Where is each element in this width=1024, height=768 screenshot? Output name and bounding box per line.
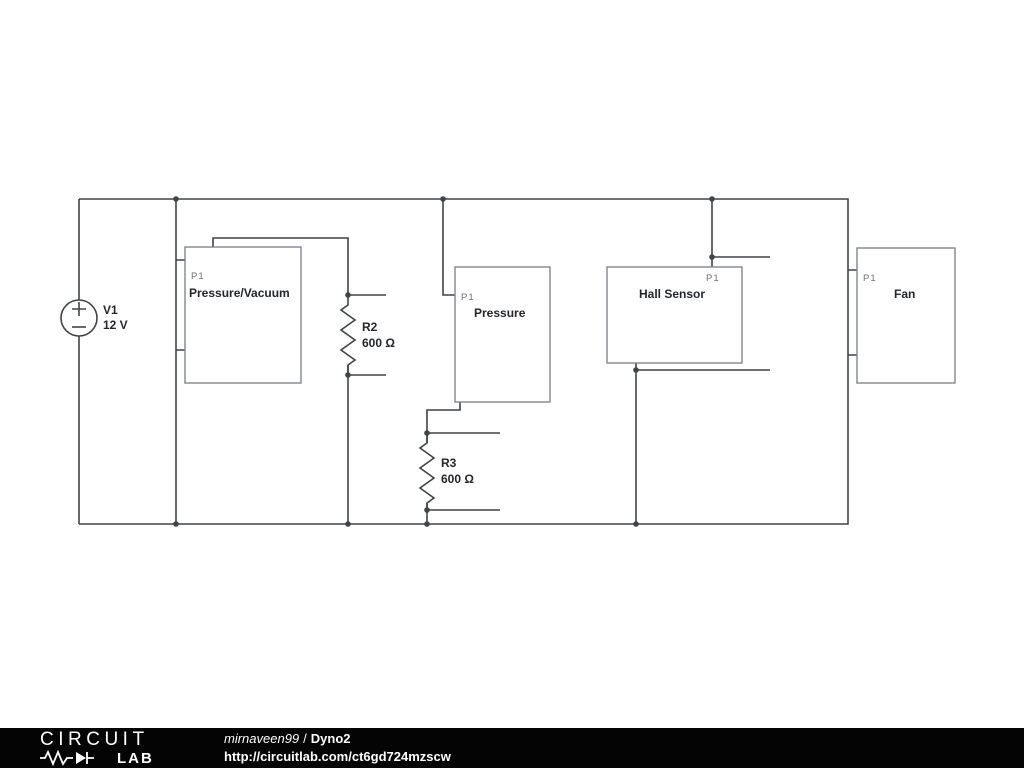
- circuit-url[interactable]: http://circuitlab.com/ct6gd724mzscw: [224, 749, 451, 764]
- junction-dot: [633, 521, 639, 527]
- junction-dot: [709, 196, 715, 202]
- junction-dot: [633, 367, 639, 373]
- resistor-r3[interactable]: R3 600 Ω: [418, 433, 474, 513]
- pin-label-p1: P1: [706, 273, 720, 284]
- r2-label: R2: [362, 320, 378, 334]
- wire: [348, 294, 386, 376]
- r2-value: 600 Ω: [362, 336, 395, 350]
- ic-hall-sensor-label: Hall Sensor: [639, 287, 705, 301]
- ic-fan-body[interactable]: [856, 247, 956, 384]
- logo-resistor-icon: [40, 750, 94, 766]
- wire: [176, 259, 185, 351]
- ic-hall-sensor[interactable]: P1 Hall Sensor: [606, 266, 743, 364]
- circuit-meta: mirnaveen99/Dyno2 http://circuitlab.com/…: [224, 730, 451, 766]
- r3-value: 600 Ω: [441, 472, 474, 486]
- plus-icon: [72, 302, 86, 316]
- junction-dot: [173, 521, 179, 527]
- pin-label-p1: P1: [863, 273, 877, 284]
- circuitlab-logo[interactable]: CIRCUIT LAB: [40, 730, 190, 766]
- logo-text-circuit: CIRCUIT: [40, 729, 149, 750]
- ic-pressure-label: Pressure: [474, 306, 526, 320]
- ic-pressure-body[interactable]: [454, 266, 551, 403]
- ic-fan[interactable]: P1 Fan: [856, 247, 956, 384]
- junction-dots: [173, 196, 715, 527]
- wire: [848, 269, 857, 356]
- resistor-zigzag[interactable]: [418, 433, 436, 513]
- v1-label: V1: [103, 303, 118, 317]
- junction-dot: [345, 372, 351, 378]
- logo-text-lab: LAB: [117, 749, 154, 767]
- junction-dot: [173, 196, 179, 202]
- wire: [442, 199, 455, 296]
- voltage-source-v1[interactable]: V1 12 V: [60, 299, 128, 337]
- byline-separator: /: [303, 730, 307, 746]
- junction-dot: [440, 196, 446, 202]
- resistor-zigzag[interactable]: [339, 295, 357, 375]
- resistor-r2[interactable]: R2 600 Ω: [339, 295, 395, 375]
- ic-pressure[interactable]: P1 Pressure: [454, 266, 551, 403]
- junction-dot: [709, 254, 715, 260]
- footer-bar: CIRCUIT LAB mirnaveen99/Dyno2 http://cir…: [0, 728, 1024, 768]
- junction-dot: [424, 430, 430, 436]
- junction-dot: [345, 521, 351, 527]
- ic-fan-label: Fan: [894, 287, 915, 301]
- ic-pressure-vacuum-body[interactable]: [184, 246, 302, 384]
- wire: [212, 237, 349, 295]
- ic-pressure-vacuum-label: Pressure/Vacuum: [189, 286, 290, 300]
- wire: [426, 402, 461, 443]
- schematic-canvas: V1 12 V P1 Pressure/Vacuum R2 600 Ω P1 P…: [60, 196, 956, 527]
- circuit-byline: mirnaveen99/Dyno2: [224, 730, 451, 748]
- ic-hall-sensor-body[interactable]: [606, 266, 743, 364]
- ic-pressure-vacuum[interactable]: P1 Pressure/Vacuum: [184, 246, 302, 384]
- junction-dot: [424, 521, 430, 527]
- wire-network: [78, 198, 857, 525]
- wire: [427, 432, 500, 511]
- junction-dot: [424, 507, 430, 513]
- author-name[interactable]: mirnaveen99: [224, 730, 300, 746]
- v1-value: 12 V: [103, 318, 128, 332]
- junction-dot: [345, 292, 351, 298]
- r3-label: R3: [441, 456, 457, 470]
- voltage-source-body[interactable]: [60, 299, 98, 337]
- pin-label-p1: P1: [461, 292, 475, 303]
- wire: [79, 198, 849, 525]
- circuit-title[interactable]: Dyno2: [310, 730, 351, 746]
- pin-label-p1: P1: [191, 271, 205, 282]
